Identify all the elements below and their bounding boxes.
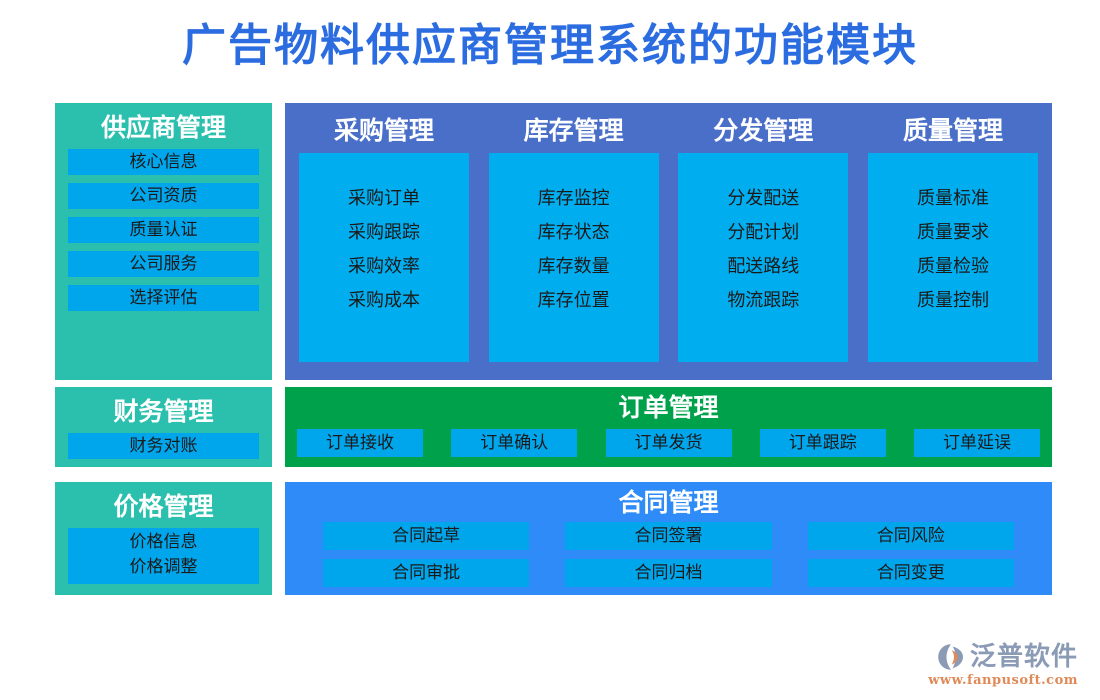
functional-module-diagram: 供应商管理 核心信息 公司资质 质量认证 公司服务 选择评估 采购管理 采购订单… [55, 103, 1052, 595]
supplier-management-panel[interactable]: 供应商管理 核心信息 公司资质 质量认证 公司服务 选择评估 [55, 103, 272, 380]
brand-logo: 泛普软件 www.fanpusoft.com [928, 642, 1078, 688]
price-management-title: 价格管理 [113, 492, 214, 521]
row2-spacer [272, 387, 285, 467]
logo-row: 泛普软件 [936, 642, 1078, 672]
contract-management-panel[interactable]: 合同管理 合同起草 合同签署 合同风险 合同审批 合同归档 合同变更 [285, 482, 1052, 595]
list-item[interactable]: 质量标准 [916, 187, 989, 209]
list-item[interactable]: 质量检验 [916, 255, 989, 277]
operations-panel: 采购管理 采购订单 采购跟踪 采购效率 采购成本 库存管理 库存监控 库存状态 … [285, 103, 1052, 380]
list-item[interactable]: 合同签署 [565, 522, 772, 550]
row1-spacer [272, 103, 285, 380]
list-item[interactable]: 采购跟踪 [348, 221, 420, 243]
list-item[interactable]: 价格调整 [129, 557, 198, 577]
list-item[interactable]: 订单发货 [605, 429, 732, 457]
price-management-panel[interactable]: 价格管理 价格信息 价格调整 [55, 482, 272, 595]
list-item[interactable]: 库存位置 [537, 289, 610, 311]
list-item[interactable]: 合同风险 [807, 522, 1014, 550]
list-item[interactable]: 物流跟踪 [727, 289, 800, 311]
list-item[interactable]: 合同起草 [323, 522, 530, 550]
quality-management-title: 质量管理 [902, 116, 1003, 145]
finance-management-title: 财务管理 [113, 397, 214, 426]
list-item[interactable]: 质量控制 [916, 289, 989, 311]
distribution-management-items: 分发配送 分配计划 配送路线 物流跟踪 [678, 153, 849, 362]
purchase-management-column[interactable]: 采购管理 采购订单 采购跟踪 采购效率 采购成本 [299, 103, 469, 380]
order-management-items: 订单接收 订单确认 订单发货 订单跟踪 订单延误 [285, 425, 1052, 457]
list-item[interactable]: 采购成本 [348, 289, 420, 311]
page-title: 广告物料供应商管理系统的功能模块 [182, 20, 918, 71]
list-item[interactable]: 选择评估 [68, 285, 259, 311]
purchase-management-items: 采购订单 采购跟踪 采购效率 采购成本 [299, 153, 469, 362]
logo-name: 泛普软件 [969, 642, 1078, 672]
list-item[interactable]: 合同归档 [565, 559, 772, 587]
fanpu-logo-icon [938, 644, 963, 670]
list-item[interactable]: 库存状态 [537, 221, 610, 243]
list-item[interactable]: 库存数量 [537, 255, 610, 277]
contract-management-title: 合同管理 [618, 488, 719, 517]
list-item[interactable]: 核心信息 [68, 149, 259, 175]
distribution-management-column[interactable]: 分发管理 分发配送 分配计划 配送路线 物流跟踪 [678, 103, 849, 380]
diagram-row-2: 财务管理 财务对账 订单管理 订单接收 订单确认 订单发货 订单跟踪 订单延误 [55, 387, 1052, 467]
list-item[interactable]: 质量要求 [916, 221, 989, 243]
list-item[interactable]: 订单延误 [914, 429, 1040, 457]
list-item[interactable]: 订单接收 [297, 429, 423, 457]
order-management-panel[interactable]: 订单管理 订单接收 订单确认 订单发货 订单跟踪 订单延误 [285, 387, 1052, 467]
inventory-management-title: 库存管理 [523, 116, 624, 145]
list-item[interactable]: 合同审批 [323, 559, 530, 587]
list-item[interactable]: 订单跟踪 [759, 429, 886, 457]
row3-spacer [272, 482, 285, 595]
list-item[interactable]: 库存监控 [537, 187, 610, 209]
list-item[interactable]: 公司服务 [68, 251, 259, 277]
list-item[interactable]: 分配计划 [727, 221, 800, 243]
list-item[interactable]: 采购效率 [348, 255, 420, 277]
quality-management-items: 质量标准 质量要求 质量检验 质量控制 [867, 153, 1038, 362]
quality-management-column[interactable]: 质量管理 质量标准 质量要求 质量检验 质量控制 [867, 103, 1038, 380]
finance-management-items: 财务对账 [55, 433, 272, 459]
list-item[interactable]: 价格信息 [129, 532, 198, 552]
inventory-management-items: 库存监控 库存状态 库存数量 库存位置 [488, 153, 659, 362]
price-management-items: 价格信息 价格调整 [68, 528, 259, 584]
diagram-row-3: 价格管理 价格信息 价格调整 合同管理 合同起草 合同签署 合同风险 合同审批 … [55, 482, 1052, 595]
contract-management-items: 合同起草 合同签署 合同风险 合同审批 合同归档 合同变更 [285, 520, 1052, 587]
order-management-title: 订单管理 [618, 393, 719, 422]
list-item[interactable]: 质量认证 [68, 217, 259, 243]
list-item[interactable]: 分发配送 [727, 187, 800, 209]
supplier-management-title: 供应商管理 [100, 113, 226, 142]
supplier-management-items: 核心信息 公司资质 质量认证 公司服务 选择评估 [55, 149, 272, 311]
list-item[interactable]: 采购订单 [348, 187, 420, 209]
list-item[interactable]: 财务对账 [68, 433, 259, 459]
list-item[interactable]: 订单确认 [451, 429, 578, 457]
list-item[interactable]: 合同变更 [807, 559, 1014, 587]
diagram-row-1: 供应商管理 核心信息 公司资质 质量认证 公司服务 选择评估 采购管理 采购订单… [55, 103, 1052, 380]
distribution-management-title: 分发管理 [713, 116, 814, 145]
logo-url: www.fanpusoft.com [928, 673, 1078, 688]
inventory-management-column[interactable]: 库存管理 库存监控 库存状态 库存数量 库存位置 [488, 103, 659, 380]
finance-management-panel[interactable]: 财务管理 财务对账 [55, 387, 272, 467]
list-item[interactable]: 配送路线 [727, 255, 800, 277]
purchase-management-title: 采购管理 [333, 116, 434, 145]
list-item[interactable]: 公司资质 [68, 183, 259, 209]
